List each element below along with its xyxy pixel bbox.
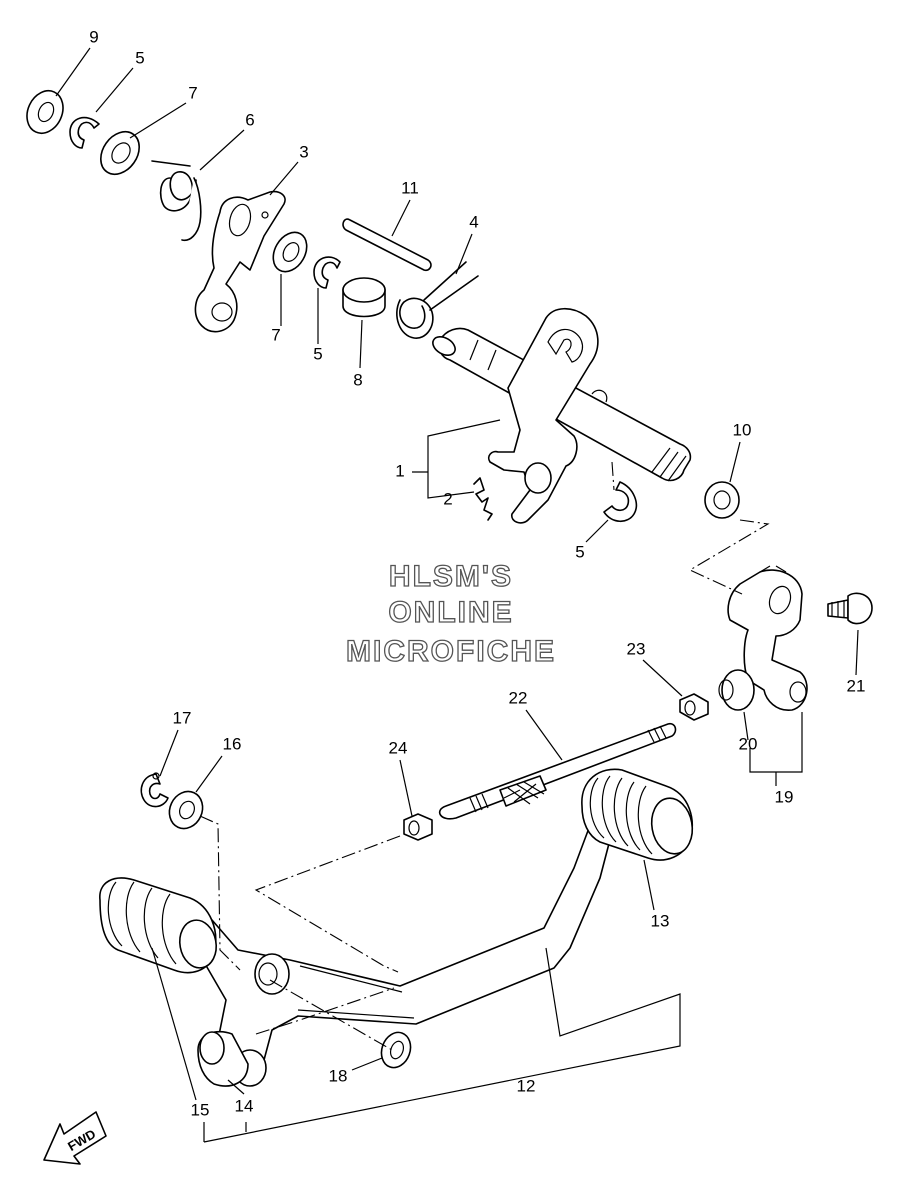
callout-20: 20: [739, 734, 758, 753]
watermark-line-2: ONLINE: [388, 596, 513, 629]
washer-9: [26, 90, 64, 134]
callout-14: 14: [235, 1096, 254, 1115]
callout-16: 16: [223, 734, 242, 753]
washer-18: [380, 1031, 412, 1069]
callout-9: 9: [89, 27, 98, 46]
callout-4: 4: [469, 212, 478, 231]
callout-24: 24: [389, 738, 408, 757]
callout-labels: 9 5 7 6 3 11 4 7 5 8 10 1 2 5 23 21 22 2…: [89, 27, 865, 1119]
callout-2: 2: [443, 489, 452, 508]
collar-8: [342, 277, 386, 318]
callout-8: 8: [353, 370, 362, 389]
washer-7-top: [100, 130, 140, 176]
callout-5: 5: [575, 542, 584, 561]
watermark: HLSM'S ONLINE MICROFICHE: [345, 559, 556, 668]
spring-2: [473, 477, 493, 521]
washer-10: [704, 481, 740, 519]
washer-7-middle: [272, 231, 308, 273]
callout-5: 5: [313, 344, 322, 363]
rod-end-20: [718, 669, 755, 711]
alignment-lines: [199, 461, 770, 1051]
shift-arm-3: [194, 190, 286, 333]
washer-16: [168, 790, 204, 830]
arrow-down-left-icon: [43, 1111, 107, 1165]
spring-4: [396, 261, 479, 339]
bolt-21: [827, 592, 873, 625]
callout-10: 10: [733, 420, 752, 439]
shift-shaft-1: [432, 307, 692, 524]
callout-7: 7: [188, 83, 197, 102]
nut-23: [679, 693, 709, 721]
callout-6: 6: [245, 110, 254, 129]
pin-11: [342, 218, 432, 272]
shift-rod-22: [438, 722, 677, 820]
callout-1: 1: [395, 461, 404, 480]
leader-lines: [55, 47, 859, 1143]
callout-23: 23: [627, 639, 646, 658]
callout-5: 5: [135, 48, 144, 67]
callout-12: 12: [517, 1076, 536, 1095]
nut-24: [403, 813, 433, 841]
callout-18: 18: [329, 1066, 348, 1085]
callout-22: 22: [509, 688, 528, 707]
callout-21: 21: [847, 676, 866, 695]
circlip-5-top: [69, 116, 100, 149]
watermark-line-3: MICROFICHE: [346, 635, 556, 668]
callout-11: 11: [401, 178, 419, 197]
circlip-5-middle: [313, 256, 341, 289]
callout-3: 3: [299, 142, 308, 161]
pedal-rubber-15: [99, 877, 218, 974]
callout-7: 7: [271, 325, 280, 344]
watermark-line-1: HLSM'S: [389, 560, 513, 593]
fwd-direction-badge: FWD: [43, 1111, 107, 1165]
callout-15: 15: [191, 1100, 210, 1119]
circlip-5-lower: [603, 481, 638, 523]
callout-17: 17: [173, 708, 192, 727]
pedal-rubber-13: [581, 768, 694, 861]
callout-13: 13: [651, 911, 670, 930]
bushing-14: [197, 1030, 249, 1087]
clip-17: [140, 772, 169, 808]
spring-6: [151, 160, 202, 242]
callout-19: 19: [775, 787, 794, 806]
